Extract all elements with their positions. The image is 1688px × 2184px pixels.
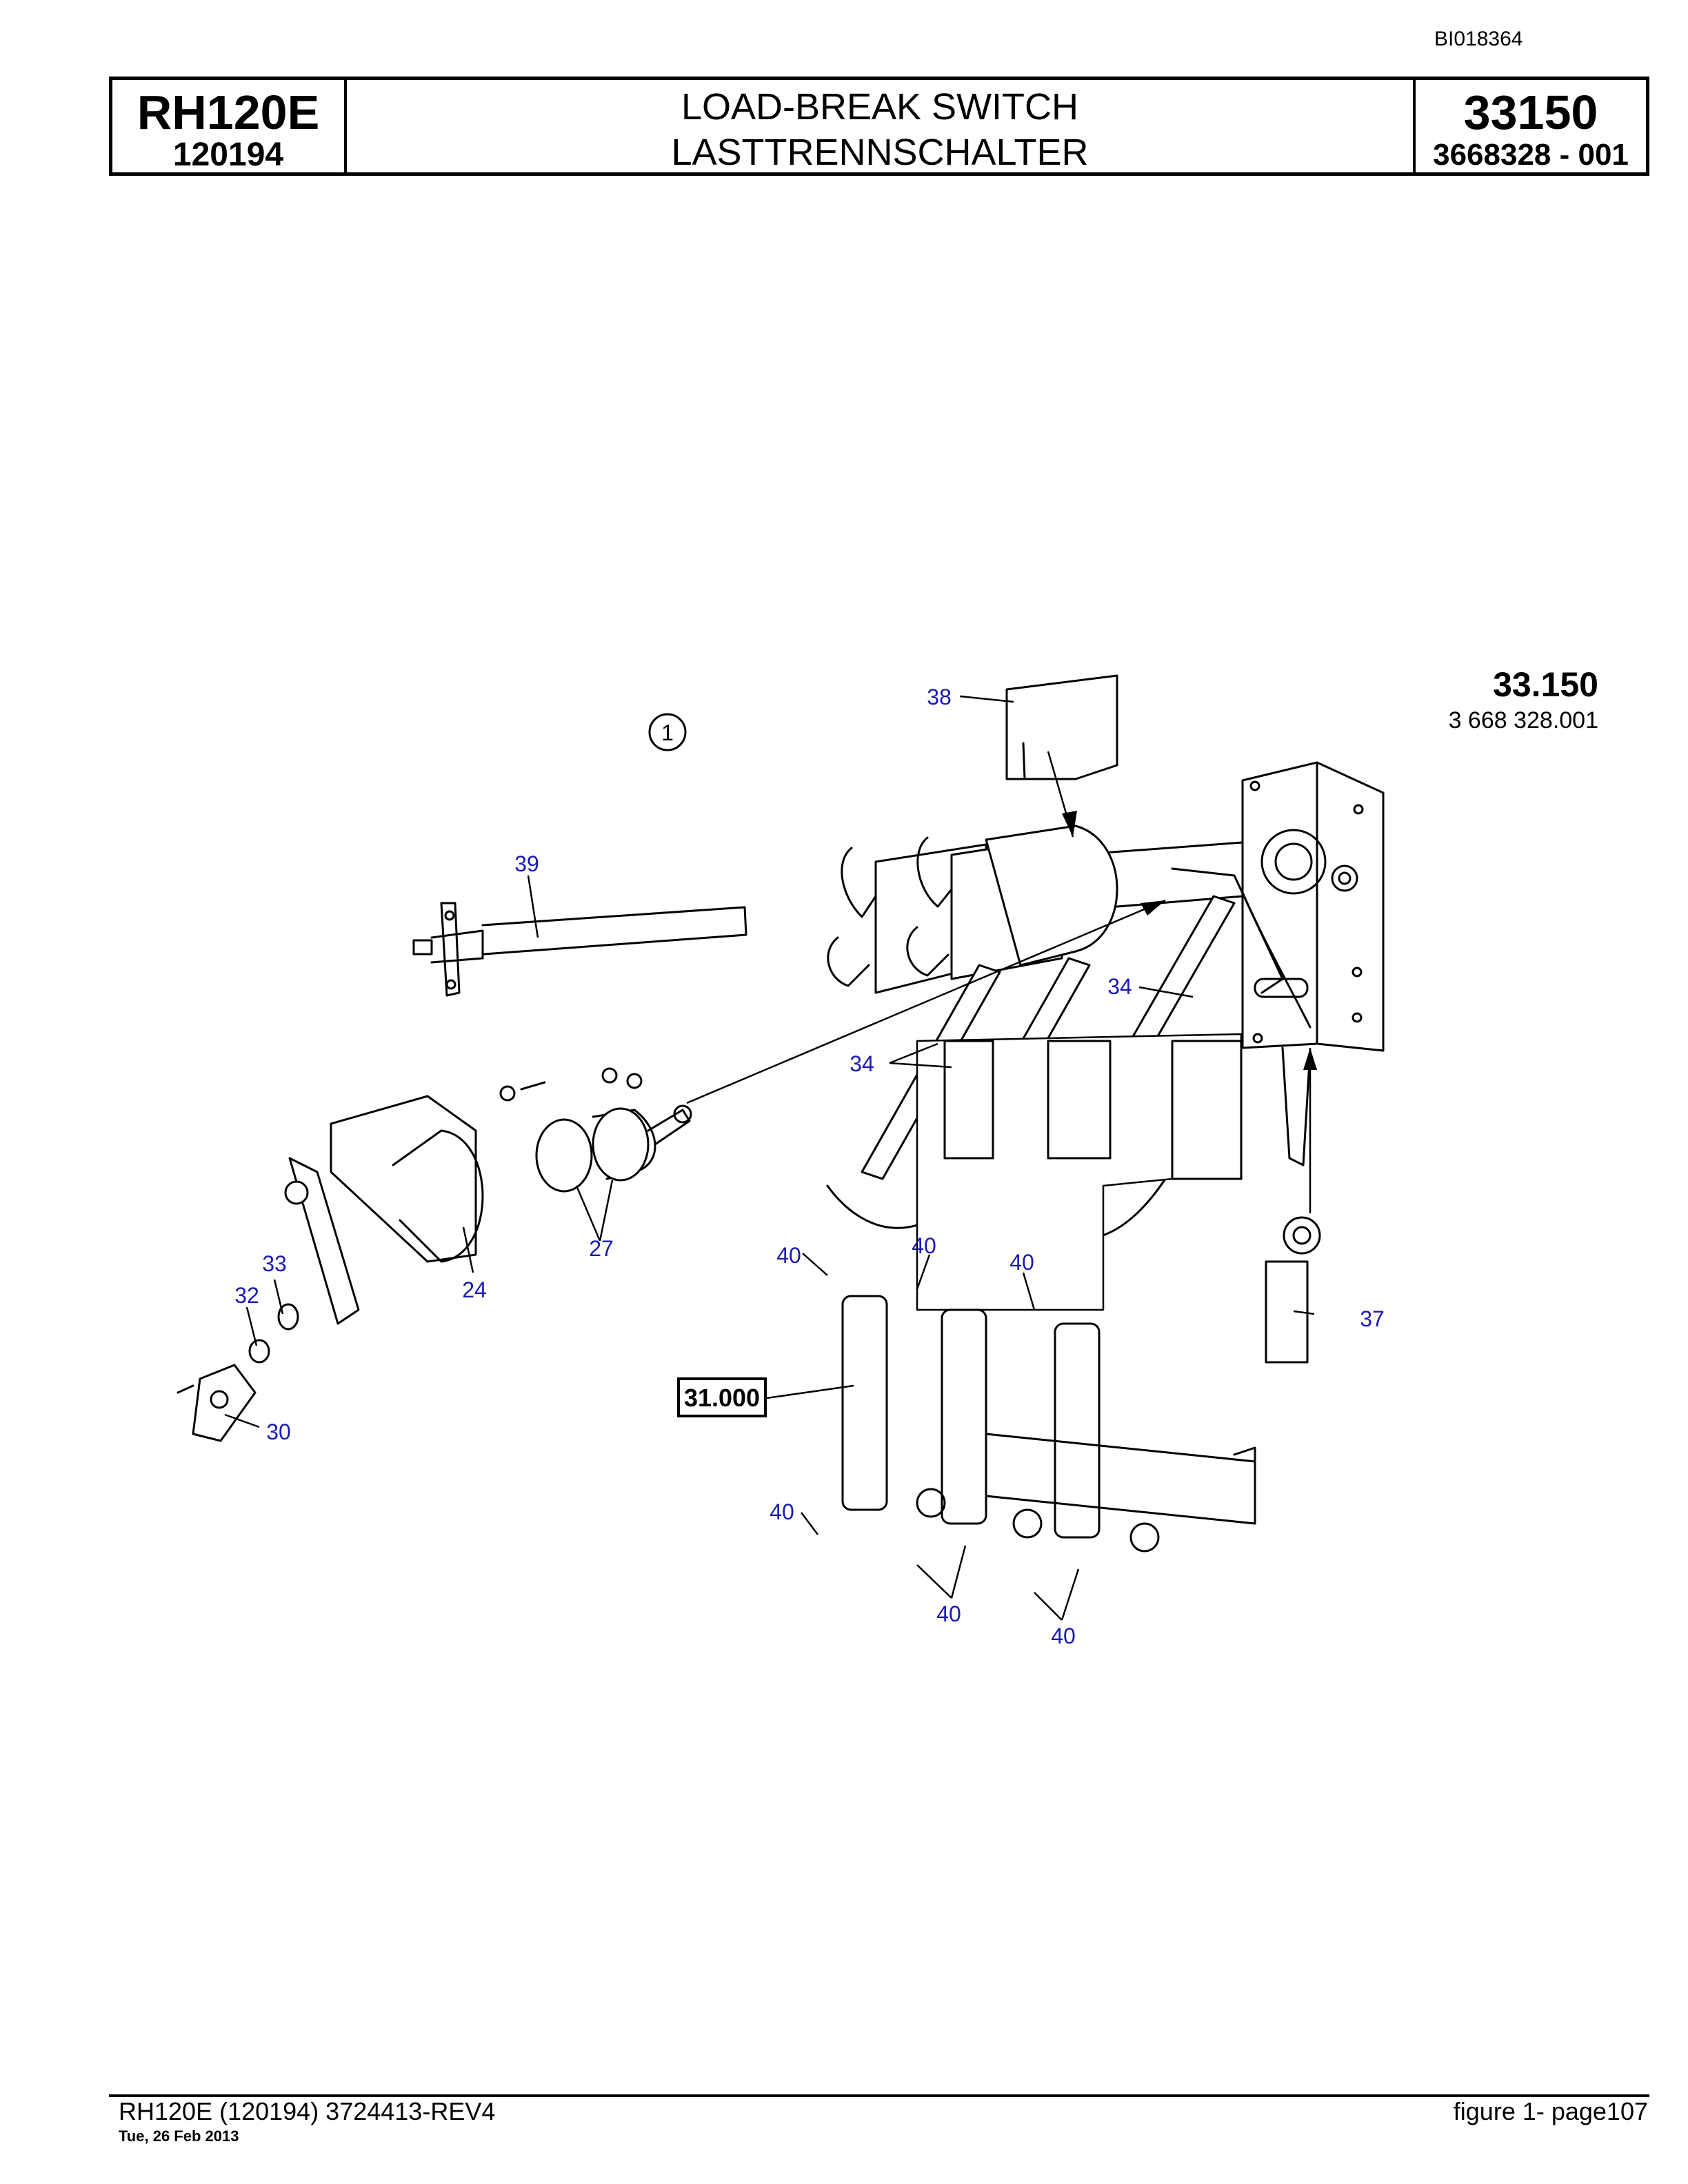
callout-40c: 40 [1009,1250,1034,1275]
callout-40e: 40 [936,1601,961,1626]
document-id: BI018364 [1434,28,1523,50]
serial-number: 120194 [172,136,284,173]
callout-27: 27 [589,1236,614,1261]
fuse-tubes [841,1295,1256,1553]
callout-40f: 40 [1051,1624,1076,1648]
piston-assembly [499,1067,692,1193]
model-name: RH120E [137,85,320,139]
small-parts [177,1303,299,1442]
footer-page: figure 1- page107 [1453,2097,1648,2125]
footer-document: RH120E (120194) 3724413-REV4 [119,2097,496,2125]
actuator-housing [284,1095,484,1325]
callout-24: 24 [462,1277,487,1302]
reference-box-label: 31.000 [684,1384,760,1412]
group-label: 33.150 [1493,665,1598,704]
callout-40d: 40 [770,1499,794,1524]
figure-marker [648,713,687,751]
callout-32: 32 [234,1283,259,1308]
reference-box [677,1377,767,1417]
title-cell: LOAD-BREAK SWITCH LASTTRENNSCHALTER [347,80,1416,172]
group-number: 33150 [1463,85,1598,139]
callout-33: 33 [262,1251,287,1276]
indicator-part [1265,1216,1321,1364]
bracket-part [1005,674,1118,780]
leader-lines [224,695,1315,1621]
title-block: RH120E 120194 LOAD-BREAK SWITCH LASTTREN… [109,77,1649,176]
insulator-block [916,1033,1243,1311]
mechanism-housing [1240,761,1385,1166]
footer-date: Tue, 26 Feb 2013 [119,2127,239,2145]
callout-40b: 40 [912,1233,936,1258]
callout-40a: 40 [776,1243,801,1268]
group-cell: 33150 3668328 - 001 [1416,80,1646,172]
arrow-heads [1062,811,1317,1070]
callout-39: 39 [514,851,539,876]
callout-34a: 34 [1107,974,1132,999]
drive-shaft [412,902,747,997]
title-german: LASTTRENNSCHALTER [671,132,1089,173]
group-part-number: 3 668 328.001 [1449,707,1598,734]
title-english: LOAD-BREAK SWITCH [681,86,1079,128]
callout-38: 38 [927,685,952,709]
bracket-screw [1022,742,1026,780]
switch-chambers [827,825,1118,994]
model-cell: RH120E 120194 [112,80,347,172]
part-number: 3668328 - 001 [1433,138,1629,172]
figure-number: 1 [661,720,674,745]
callout-30: 30 [266,1419,291,1444]
footer-rule [109,2094,1649,2097]
callout-37: 37 [1360,1306,1385,1331]
callout-34b: 34 [850,1051,874,1076]
